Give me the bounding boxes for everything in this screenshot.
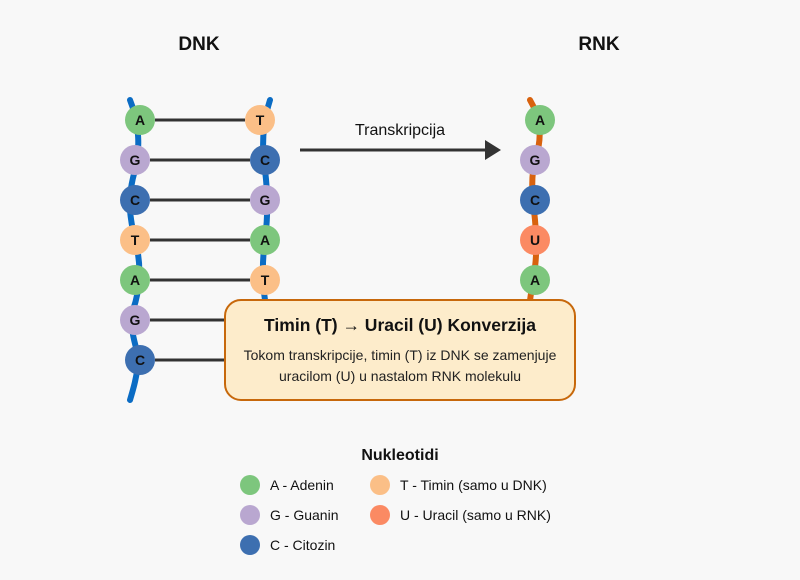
dna-left-nucleotide-letter: C [135,352,145,368]
dna-right-nucleotide-circle [250,185,280,215]
rna-nucleotide: A [525,105,555,135]
legend-swatch [240,535,260,555]
dna-left-nucleotide-letter: T [131,232,140,248]
rna-nucleotide-letter: U [530,232,540,248]
dna-left-nucleotide: T [120,225,150,255]
transcription-label: Transkripcija [355,122,445,139]
legend-label: A - Adenin [270,477,334,493]
dna-right-nucleotide-letter: T [256,112,265,128]
dna-left-nucleotide-letter: A [135,112,145,128]
conversion-callout: Timin (T) → Uracil (U) Konverzija Tokom … [224,299,576,401]
rna-nucleotide-letter: A [535,112,545,128]
dna-left-nucleotide: C [120,185,150,215]
legend-swatch [240,505,260,525]
dna-left-nucleotide: C [125,345,155,375]
legend-title: Nukleotidi [361,447,438,464]
legend-item: A - Adenin [240,475,334,495]
dna-left-nucleotide: G [120,145,150,175]
dna-left-nucleotide-letter: G [130,312,141,328]
rna-nucleotide-circle [525,105,555,135]
dna-right-nucleotide-letter: T [261,272,270,288]
dna-right-strand: T C G A T [245,105,280,295]
dna-right-nucleotide-circle [250,145,280,175]
dna-left-strand: A G C T A G C [120,105,155,375]
rna-nucleotide-letter: A [530,272,540,288]
callout-title: Timin (T) → Uracil (U) Konverzija [264,315,536,335]
legend-item: G - Guanin [240,505,338,525]
legend-swatch [370,505,390,525]
legend-item: C - Citozin [240,535,335,555]
dna-right-nucleotide-circle [250,265,280,295]
callout-text-line-1: Tokom transkripcije, timin (T) iz DNK se… [244,347,557,363]
dna-left-nucleotide-letter: A [130,272,140,288]
legend-items: A - Adenin T - Timin (samo u DNK) G - Guan… [240,475,551,555]
callout-text-line-2: uracilom (U) u nastalom RNK molekulu [279,368,521,384]
dna-right-nucleotide: T [250,265,280,295]
dna-right-nucleotide-letter: G [260,192,271,208]
dna-left-nucleotide-circle [120,185,150,215]
rna-nucleotide: U [520,225,550,255]
rna-strand: A G C U A [520,105,555,295]
dna-left-nucleotide-circle [120,225,150,255]
arrow-head-icon [485,140,501,160]
dna-left-nucleotide: G [120,305,150,335]
nucleotide-legend: Nukleotidi A - Adenin T - Timin (samo u D… [240,447,551,555]
legend-swatch [370,475,390,495]
dna-right-nucleotide-circle [245,105,275,135]
dna-right-nucleotide: T [245,105,275,135]
legend-label: T - Timin (samo u DNK) [400,477,547,493]
rna-nucleotide: C [520,185,550,215]
dna-right-nucleotide-letter: A [260,232,270,248]
dna-left-nucleotide-circle [125,105,155,135]
rna-nucleotide-circle [520,185,550,215]
dna-right-nucleotide: C [250,145,280,175]
legend-label: U - Uracil (samo u RNK) [400,507,551,523]
dna-title: DNK [178,34,219,55]
rna-nucleotide-letter: C [530,192,540,208]
legend-item: T - Timin (samo u DNK) [370,475,547,495]
dna-left-nucleotide: A [120,265,150,295]
rna-nucleotide-circle [520,225,550,255]
dna-right-nucleotide: G [250,185,280,215]
dna-left-nucleotide-letter: G [130,152,141,168]
legend-label: C - Citozin [270,537,335,553]
legend-swatch [240,475,260,495]
dna-left-nucleotide-circle [120,265,150,295]
transcription-arrow [300,140,501,160]
rna-nucleotide: A [520,265,550,295]
rna-nucleotide-circle [520,265,550,295]
dna-left-nucleotide: A [125,105,155,135]
rna-title: RNK [578,34,619,55]
dna-right-nucleotide-letter: C [260,152,270,168]
dna-left-nucleotide-circle [120,305,150,335]
legend-item: U - Uracil (samo u RNK) [370,505,551,525]
legend-label: G - Guanin [270,507,338,523]
dna-left-nucleotide-circle [120,145,150,175]
dna-right-nucleotide: A [250,225,280,255]
dna-left-nucleotide-letter: C [130,192,140,208]
dna-right-nucleotide-circle [250,225,280,255]
rna-nucleotide-letter: G [530,152,541,168]
rna-nucleotide-circle [520,145,550,175]
rna-nucleotide: G [520,145,550,175]
dna-left-nucleotide-circle [125,345,155,375]
callout-box [224,299,576,401]
